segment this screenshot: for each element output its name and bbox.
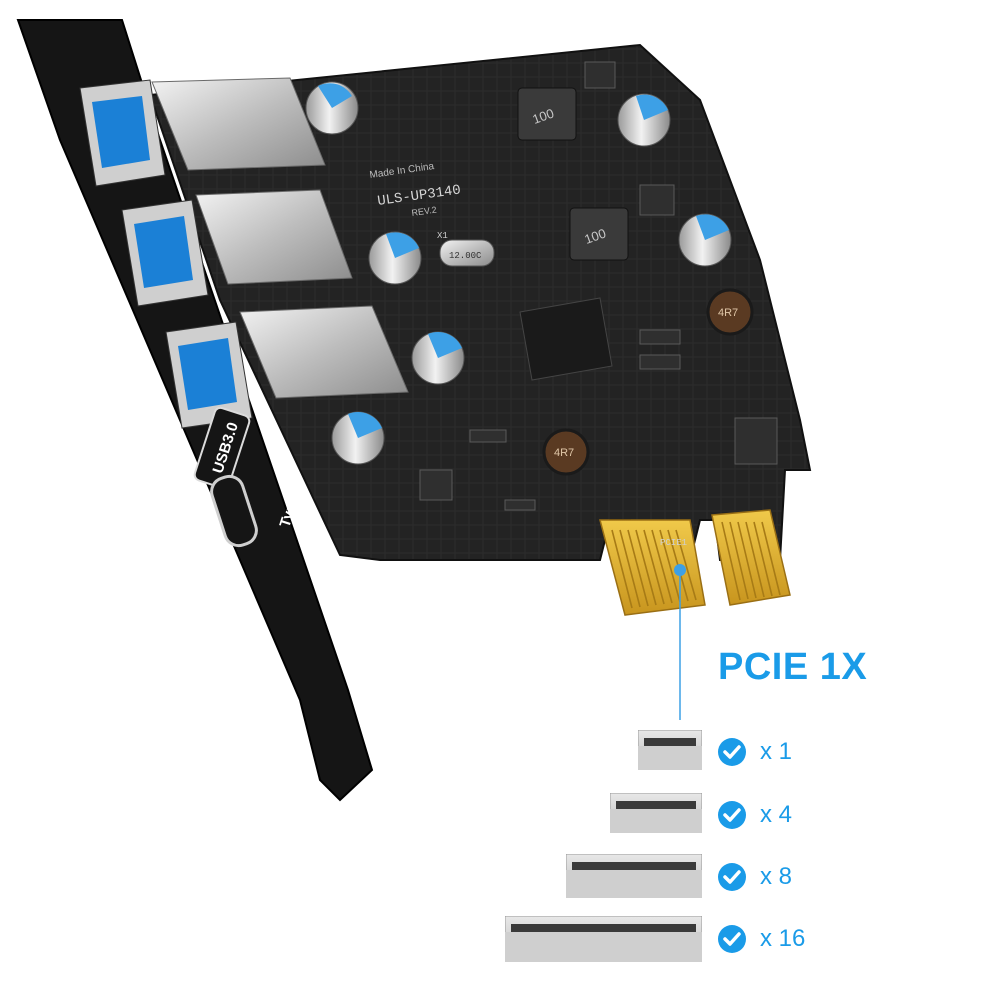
crystal-oscillator: 12.00C X1 [437, 231, 495, 267]
compat-label-x4: x 4 [760, 801, 793, 828]
choke-a-label: 4R7 [718, 307, 738, 319]
usb-a-port-2 [121, 199, 209, 307]
usb-a-port-1 [79, 79, 166, 187]
crystal-ref: X1 [437, 231, 448, 241]
capacitor-2 [617, 93, 671, 147]
compat-row-x4: x 4 [0, 788, 1000, 848]
usb-a-housings [151, 77, 409, 399]
capacitor-5 [411, 331, 465, 385]
pcie-slot-x16-icon [505, 916, 702, 962]
pcie-slot-x8-icon [566, 854, 702, 898]
callout-line [674, 564, 686, 720]
smd-components [419, 61, 778, 511]
choke-a: 4R7 [706, 288, 754, 336]
crystal-label: 12.00C [449, 251, 482, 261]
capacitor-3 [678, 213, 732, 267]
capacitors [305, 81, 732, 465]
compat-label-x8: x 8 [760, 863, 793, 890]
check-circle-icon [718, 925, 746, 953]
capacitor-1 [305, 81, 359, 135]
compat-row-x16: x 16 [0, 912, 1000, 972]
pcie-edge-connector: PCIE1 [599, 509, 791, 616]
pcie-1x-heading: PCIE 1X [718, 646, 868, 688]
choke-b-label: 4R7 [554, 447, 574, 459]
compat-row-x1: x 1 [0, 725, 1000, 785]
usb-c-port [210, 474, 258, 548]
choke-b: 4R7 [542, 428, 590, 476]
check-circle-icon [718, 738, 746, 766]
inductor-b: 100 [569, 207, 629, 261]
usb-a-port-3 [165, 321, 253, 429]
inductor-b-label: 100 [582, 225, 608, 247]
controller-chip [519, 297, 613, 381]
inductor-a-label: 100 [530, 105, 556, 127]
capacitor-4 [368, 231, 422, 285]
pcb-board [148, 43, 812, 561]
pcie-slot-x1-icon [638, 730, 702, 770]
pcie-slot-x4-icon [610, 793, 702, 833]
check-circle-icon [718, 801, 746, 829]
edge-label: PCIE1 [660, 538, 687, 548]
capacitor-6 [331, 411, 385, 465]
check-circle-icon [718, 863, 746, 891]
inductor-a: 100 [517, 87, 577, 141]
revision-text: REV.2 [411, 205, 437, 218]
compat-label-x1: x 1 [760, 738, 793, 765]
compat-row-x8: x 8 [0, 850, 1000, 910]
compat-label-x16: x 16 [760, 925, 806, 952]
